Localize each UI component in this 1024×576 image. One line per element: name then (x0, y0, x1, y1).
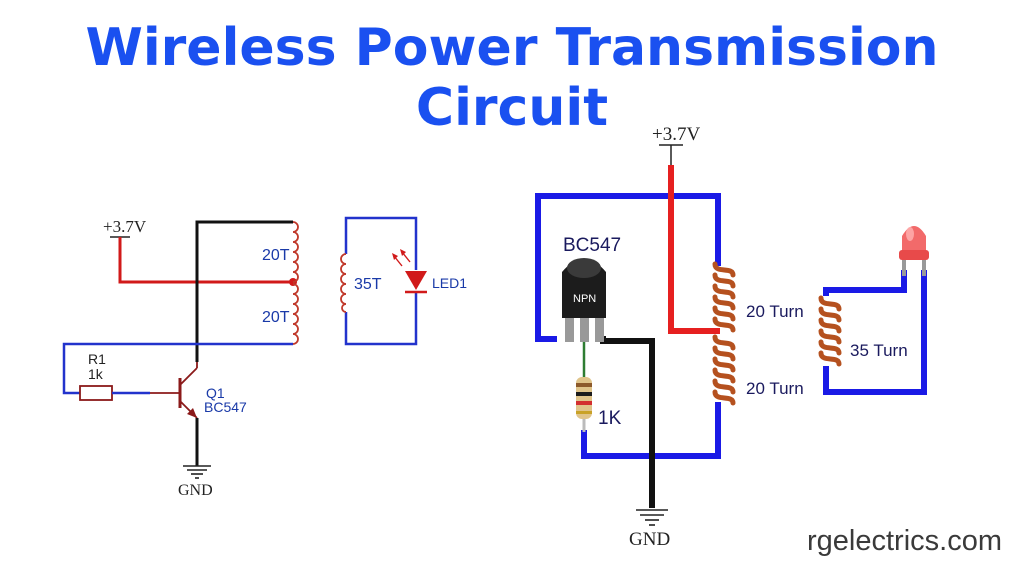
coil-turn (712, 261, 736, 278)
coil-turn (712, 305, 736, 322)
coil-turn (712, 294, 736, 311)
schematic-transistor (178, 362, 198, 419)
schematic-supply-wire (118, 255, 293, 284)
site-credit: rgelectrics.com (807, 525, 1002, 557)
schematic-coil-top (292, 221, 299, 283)
breadboard-ground-symbol (636, 509, 668, 526)
coil-turn (818, 306, 842, 323)
coil-turn (818, 328, 842, 345)
schematic-receiver-loop-bottom (344, 293, 418, 346)
coil-turn (712, 283, 736, 300)
coil-turn (712, 378, 736, 395)
schematic-coil-receiver-label: 35T (354, 276, 382, 293)
coil-turn (818, 339, 842, 356)
breadboard-coil-receiver-label: 35 Turn (850, 341, 908, 360)
schematic-ground-label: GND (178, 482, 213, 499)
schematic-coil-bottom-label: 20T (262, 309, 290, 326)
breadboard-coil-top (712, 261, 736, 333)
coil-turn (712, 272, 736, 289)
schematic-feedback-wire (62, 342, 293, 395)
schematic-supply-symbol (110, 236, 130, 255)
schematic-collector-wire (195, 220, 293, 362)
coil-turn (712, 334, 736, 351)
schematic-resistor (79, 385, 113, 401)
schematic-supply-label: +3.7V (103, 217, 147, 236)
breadboard-led (899, 226, 929, 276)
schematic-resistor-value: 1k (88, 366, 104, 382)
coil-turn (818, 295, 842, 312)
schematic-ground-symbol (183, 465, 211, 479)
breadboard-coil-bottom (712, 334, 736, 406)
breadboard-receiver-wire-top (823, 270, 907, 296)
schematic-transistor-ref: Q1 (206, 385, 225, 401)
breadboard-transistor (562, 258, 606, 342)
coil-turn (712, 316, 736, 333)
coil-turn (712, 367, 736, 384)
schematic-resistor-ref: R1 (88, 351, 106, 367)
schematic: +3.7V 20T 20T R1 1k Q1 BC547 (62, 216, 467, 499)
schematic-led (392, 249, 427, 294)
schematic-transistor-part: BC547 (204, 399, 247, 415)
coil-turn (712, 389, 736, 406)
schematic-coil-receiver (340, 253, 347, 313)
breadboard-illustration: +3.7V GND BC547 NPN (535, 124, 929, 550)
breadboard-coil-bottom-label: 20 Turn (746, 379, 804, 398)
schematic-coil-top-label: 20T (262, 247, 290, 264)
breadboard-coil-receiver (818, 295, 842, 367)
breadboard-ground-label: GND (629, 529, 670, 550)
schematic-led-label: LED1 (432, 275, 467, 291)
breadboard-receiver-wire-side (823, 270, 927, 395)
coil-turn (712, 356, 736, 373)
coil-turn (818, 317, 842, 334)
breadboard-coil-top-label: 20 Turn (746, 302, 804, 321)
coil-turn (712, 345, 736, 362)
breadboard-red-wire (668, 165, 720, 334)
breadboard-resistor (576, 342, 592, 432)
breadboard-blue-wire-outer (535, 193, 721, 342)
coil-turn (818, 350, 842, 367)
schematic-coil-bottom (292, 283, 299, 345)
breadboard-supply-label: +3.7V (652, 124, 700, 145)
breadboard-transistor-type: NPN (573, 293, 596, 305)
breadboard-transistor-part: BC547 (563, 235, 621, 256)
schematic-receiver-loop (344, 216, 418, 270)
breadboard-resistor-value: 1K (598, 408, 622, 429)
breadboard-supply-symbol (659, 144, 683, 165)
page-title: Wireless Power Transmission Circuit (85, 18, 939, 138)
